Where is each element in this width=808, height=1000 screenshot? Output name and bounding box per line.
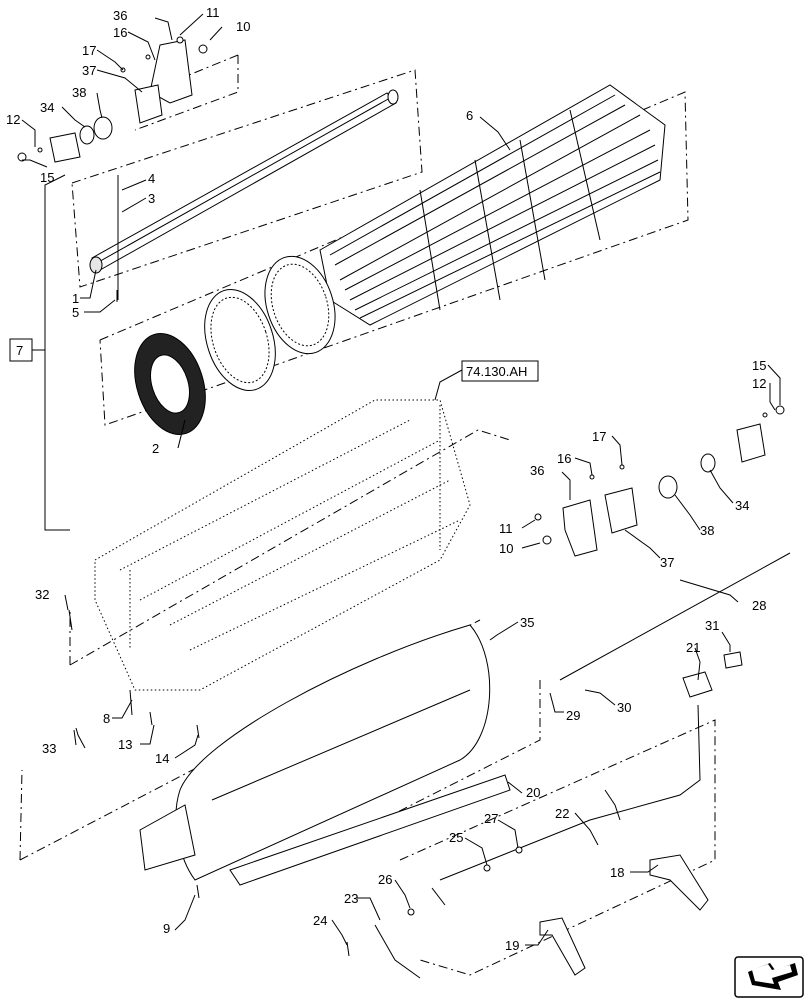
callout-16-right: 16 — [557, 451, 571, 466]
callout-8: 8 — [103, 711, 110, 726]
callout-20: 20 — [526, 785, 540, 800]
callout-26: 26 — [378, 872, 392, 887]
callout-17-right: 17 — [592, 429, 606, 444]
callout-33: 33 — [42, 741, 56, 756]
callout-15-left: 15 — [40, 170, 54, 185]
callout-31: 31 — [705, 618, 719, 633]
callout-35: 35 — [520, 615, 534, 630]
callout-22: 22 — [555, 806, 569, 821]
callout-11-right: 11 — [499, 521, 513, 536]
callout-14: 14 — [155, 751, 169, 766]
bearing-stack-left — [17, 39, 193, 163]
tine-assembly — [319, 84, 666, 326]
brackets — [374, 854, 709, 979]
callout-11-top: 11 — [206, 5, 220, 20]
callout-28: 28 — [752, 598, 766, 613]
callout-2: 2 — [152, 441, 159, 456]
callout-10-top: 10 — [236, 19, 250, 34]
disc-set — [134, 255, 336, 435]
callout-30: 30 — [617, 700, 631, 715]
bearing-stack-right — [562, 405, 785, 557]
callout-12-right: 12 — [752, 376, 766, 391]
callout-3: 3 — [148, 191, 155, 206]
callout-36-top: 36 — [113, 8, 127, 23]
callout-27: 27 — [484, 811, 498, 826]
drive-shaft — [89, 89, 399, 300]
callout-24: 24 — [313, 913, 327, 928]
callout-18: 18 — [610, 865, 624, 880]
callout-19: 19 — [505, 938, 519, 953]
callout-34-right: 34 — [735, 498, 749, 513]
callout-10-right: 10 — [499, 541, 513, 556]
callout-16-top: 16 — [113, 25, 127, 40]
navigation-arrow-icon[interactable] — [734, 956, 804, 998]
housing-reference — [94, 399, 471, 691]
callout-13: 13 — [118, 737, 132, 752]
callout-4: 4 — [148, 171, 155, 186]
callout-29: 29 — [566, 708, 580, 723]
callout-21: 21 — [686, 640, 700, 655]
lever-assembly — [431, 651, 743, 906]
callout-34-left: 34 — [40, 100, 54, 115]
callout-17-top: 17 — [82, 43, 96, 58]
leader-lines — [21, 13, 781, 946]
discharge-pan — [139, 624, 511, 886]
reference-box-label: 74.130.AH — [466, 364, 527, 379]
callout-labels: 1 2 3 4 5 6 8 9 10 10 11 11 12 12 13 14 … — [6, 5, 766, 953]
callout-6: 6 — [466, 108, 473, 123]
callout-12-left: 12 — [6, 112, 20, 127]
callout-23: 23 — [344, 891, 358, 906]
group-bracket-7: 7 — [9, 174, 70, 531]
reference-box[interactable]: 74.130.AH — [461, 360, 539, 382]
callout-38-left: 38 — [72, 85, 86, 100]
callout-25: 25 — [449, 830, 463, 845]
callout-1: 1 — [72, 291, 79, 306]
callout-37-top: 37 — [82, 63, 96, 78]
callout-15-right: 15 — [752, 358, 766, 373]
callout-37-right: 37 — [660, 555, 674, 570]
group-label: 7 — [16, 343, 23, 358]
fasteners — [37, 36, 768, 957]
callout-38-right: 38 — [700, 523, 714, 538]
callout-36-right: 36 — [530, 463, 544, 478]
callout-32: 32 — [35, 587, 49, 602]
callout-9: 9 — [163, 921, 170, 936]
rod — [559, 552, 791, 681]
callout-5: 5 — [72, 305, 79, 320]
